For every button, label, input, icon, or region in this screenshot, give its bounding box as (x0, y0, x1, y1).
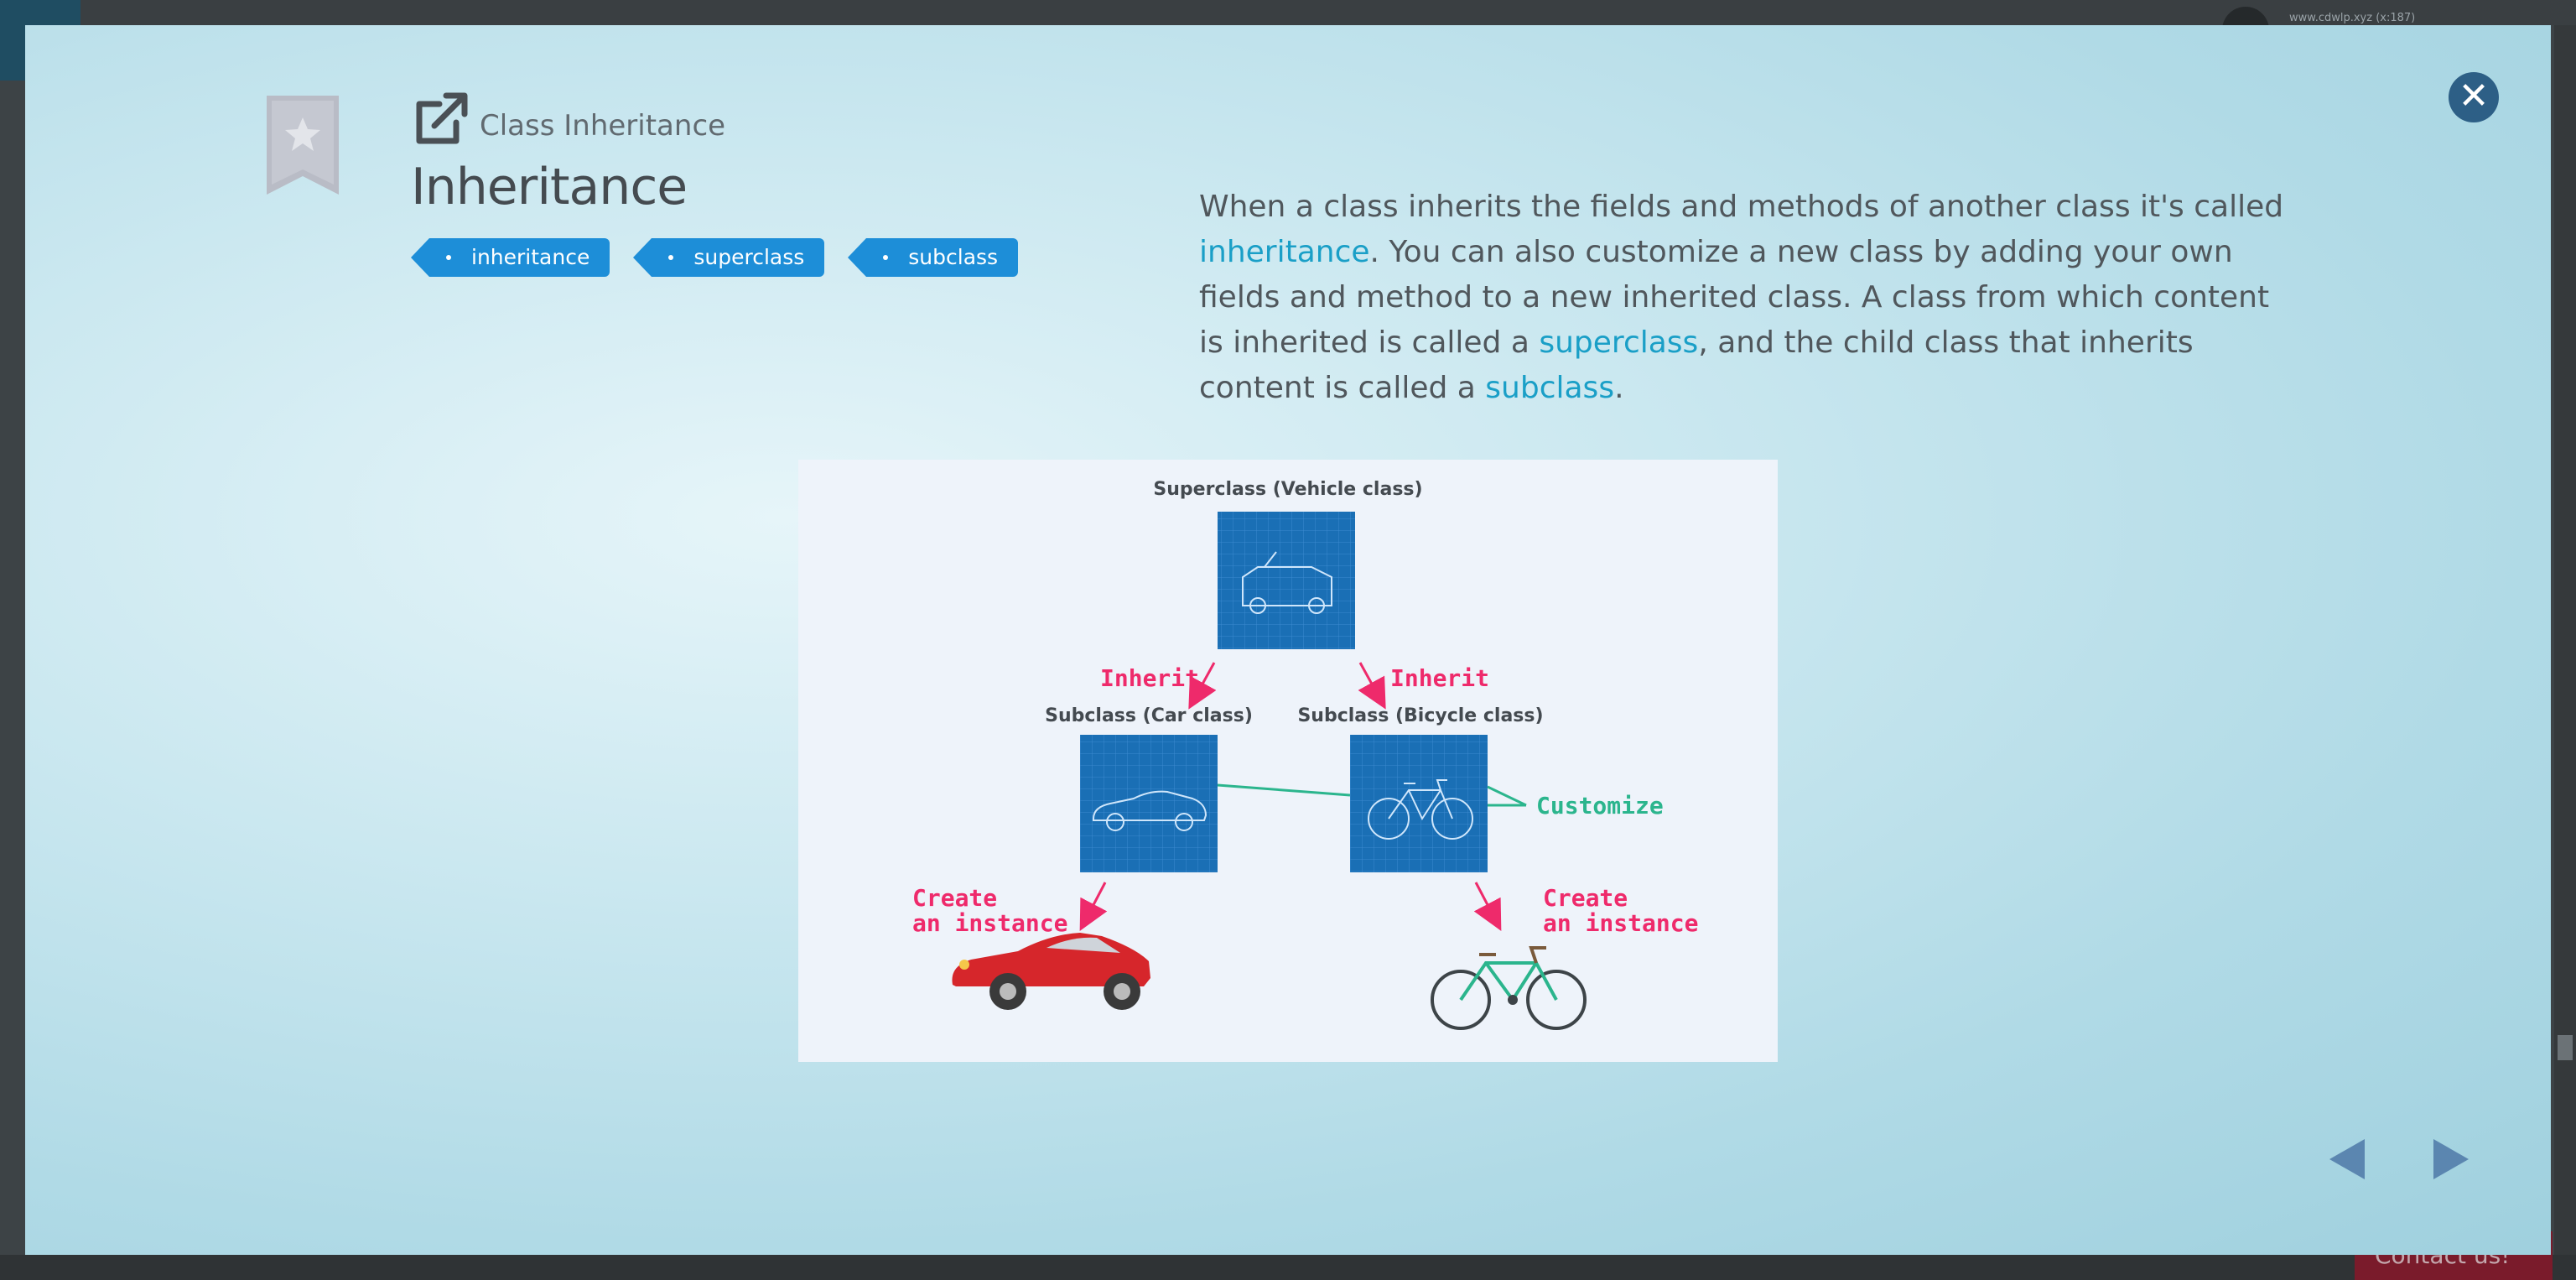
background-url-text: www.cdwlp.xyz (x:187) (2289, 12, 2416, 24)
bicycle-blueprint (1350, 735, 1488, 872)
customize-bracket (1487, 785, 1527, 807)
tag-dot (446, 255, 451, 260)
inherit-left-label: Inherit (1100, 664, 1199, 692)
term-subclass-link[interactable]: subclass (1485, 371, 1615, 405)
superclass-blueprint (1218, 512, 1355, 649)
inheritance-diagram: Superclass (Vehicle class) Inherit Inher… (798, 460, 1778, 1062)
green-bicycle-image (1431, 946, 1587, 1030)
term-superclass-link[interactable]: superclass (1539, 325, 1699, 360)
close-icon[interactable]: ✕ (2449, 72, 2499, 122)
category-link[interactable]: Class Inheritance (480, 109, 726, 143)
lesson-modal: ✕ Class Inheritance Inheritance inherita… (25, 25, 2551, 1255)
inherit-right-arrow (1358, 662, 1386, 710)
lesson-header: Class Inheritance Inheritance inheritanc… (410, 89, 1033, 277)
create-left-arrow (1079, 882, 1108, 931)
inherit-left-arrow (1188, 662, 1217, 710)
create-left-line1: Create (912, 884, 997, 912)
bookmark-star-icon[interactable] (267, 96, 339, 195)
create-right-line2: an instance (1543, 909, 1698, 937)
car-blueprint (1080, 735, 1218, 872)
create-left-line2: an instance (912, 909, 1067, 937)
external-link-icon[interactable] (411, 89, 471, 146)
background-scrollbar-thumb (2558, 1035, 2573, 1060)
lesson-description: When a class inherits the fields and met… (1199, 190, 2284, 405)
inherit-right-label: Inherit (1390, 664, 1489, 692)
background-bottombar (0, 1255, 2576, 1280)
bicycle-class-label: Subclass (Bicycle class) (1297, 705, 1543, 726)
customize-connector (1217, 783, 1351, 797)
tag-dot (883, 255, 889, 260)
tag-superclass[interactable]: superclass (633, 238, 825, 277)
tag-inheritance[interactable]: inheritance (410, 238, 610, 277)
create-right-line1: Create (1543, 884, 1628, 912)
tag-list: inheritance superclass subclass (410, 238, 1033, 277)
next-arrow-icon[interactable] (2433, 1139, 2469, 1179)
tag-subclass[interactable]: subclass (848, 238, 1019, 277)
background-scrollbar (2554, 25, 2576, 1258)
car-class-label: Subclass (Car class) (1045, 705, 1253, 726)
red-car-image (952, 933, 1150, 1010)
prev-arrow-icon[interactable] (2329, 1139, 2365, 1179)
customize-label: Customize (1536, 792, 1664, 820)
tag-dot (668, 255, 674, 260)
superclass-label: Superclass (Vehicle class) (1153, 479, 1422, 500)
background-topbar (0, 0, 2576, 25)
create-right-arrow (1473, 882, 1502, 931)
page-title: Inheritance (411, 158, 688, 216)
term-inheritance-link[interactable]: inheritance (1199, 235, 1370, 269)
